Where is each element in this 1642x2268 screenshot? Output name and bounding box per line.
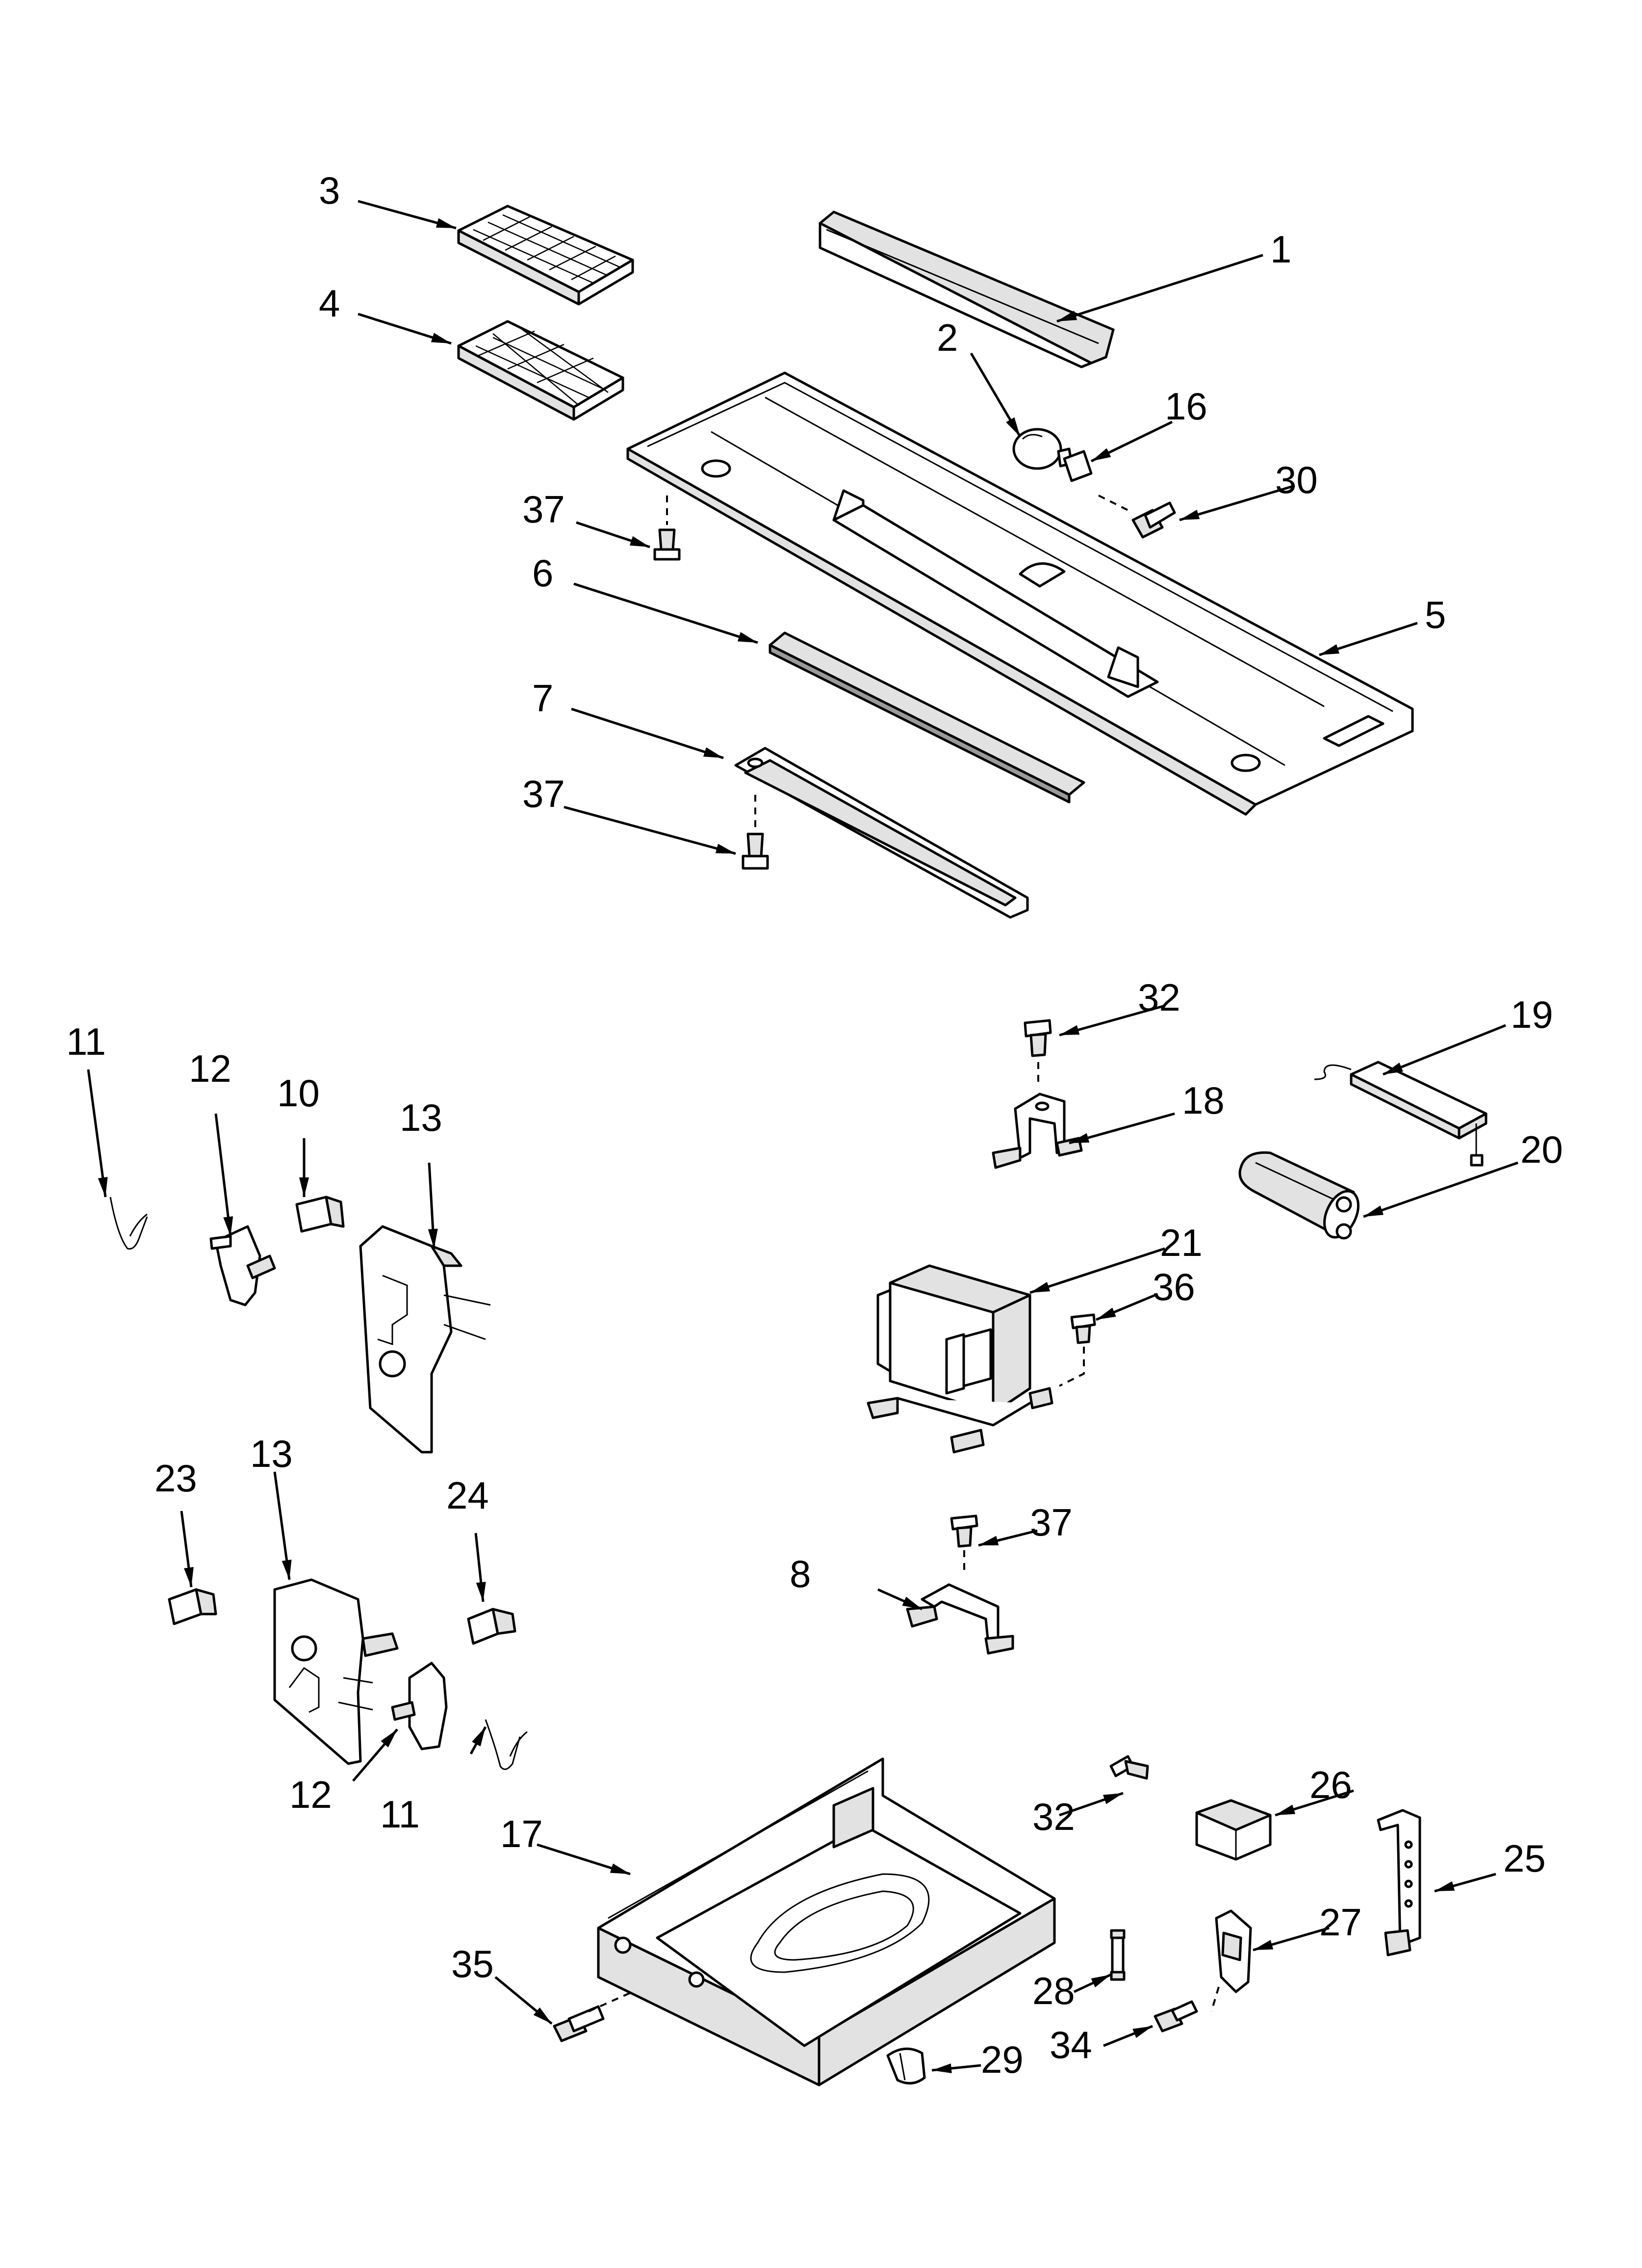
screw-part-37-upper <box>653 495 681 561</box>
clip-part-29 <box>886 2047 926 2085</box>
callout-37-bracket: 37 <box>1030 1501 1073 1544</box>
callout-11-upper: 11 <box>66 1020 106 1063</box>
callout-23: 23 <box>154 1457 197 1500</box>
callout-20: 20 <box>1520 1128 1563 1171</box>
callout-37-upper: 37 <box>522 488 565 531</box>
lamp-cover-part-1 <box>819 210 1115 368</box>
callout-13-upper: 13 <box>400 1096 442 1139</box>
callout-21: 21 <box>1160 1221 1203 1264</box>
interlock-bracket-part-13-upper <box>359 1225 491 1454</box>
callout-5: 5 <box>1425 593 1446 636</box>
spring-part-11-upper <box>109 1197 148 1250</box>
callout-12-lower: 12 <box>289 1773 332 1816</box>
callout-16: 16 <box>1165 385 1207 428</box>
callout-34: 34 <box>1050 2023 1092 2066</box>
switch-part-10 <box>295 1196 345 1233</box>
screw-part-34 <box>1154 2000 1198 2033</box>
callout-19: 19 <box>1511 993 1553 1036</box>
gasket-strip-part-6 <box>769 631 1085 804</box>
fuse-part-28 <box>1110 1929 1126 1981</box>
callout-10: 10 <box>277 1071 320 1115</box>
relay-part-26 <box>1195 1799 1272 1861</box>
lamp-socket-part-16 <box>1063 450 1093 482</box>
diffuser-frame-part-7 <box>734 747 1029 919</box>
callout-27: 27 <box>1319 1901 1362 1944</box>
light-bulb-part-2 <box>1012 428 1073 470</box>
callout-26: 26 <box>1309 1763 1352 1806</box>
screw-part-32-upper <box>1024 1019 1052 1087</box>
bracket-part-18 <box>992 1093 1083 1169</box>
callout-12-upper: 12 <box>189 1047 231 1090</box>
callout-32-upper: 32 <box>1138 976 1180 1019</box>
callout-7: 7 <box>532 677 553 720</box>
switch-part-24 <box>467 1608 516 1645</box>
base-plate-part-17 <box>597 1757 1056 2086</box>
diode-part-19 <box>1314 1061 1488 1167</box>
lever-part-12-upper <box>209 1225 276 1306</box>
callout-8: 8 <box>790 1552 811 1595</box>
callout-11-lower: 11 <box>380 1793 420 1836</box>
callout-30: 30 <box>1275 458 1318 501</box>
spring-part-11-lower <box>485 1719 528 1770</box>
transformer-part-21 <box>867 1264 1053 1454</box>
screw-part-36 <box>1059 1313 1096 1387</box>
bracket-part-8 <box>906 1583 1014 1655</box>
callout-4: 4 <box>319 282 340 325</box>
switch-part-23 <box>168 1588 217 1625</box>
vent-housing-part-5 <box>626 371 1414 816</box>
interlock-bracket-part-13-lower <box>273 1578 399 1765</box>
charcoal-filter-part-4 <box>457 320 624 421</box>
callout-35: 35 <box>451 1942 494 1985</box>
callout-24: 24 <box>446 1474 489 1517</box>
callout-1: 1 <box>1270 228 1291 271</box>
callout-36: 36 <box>1153 1265 1195 1308</box>
screw-part-30 <box>1098 495 1176 539</box>
callout-28: 28 <box>1032 1969 1075 2012</box>
callout-labels: 1 2 3 4 5 6 7 8 10 11 11 12 12 13 13 16 … <box>66 169 1563 2081</box>
callout-37-lower: 37 <box>522 772 565 815</box>
callout-3: 3 <box>319 169 340 212</box>
callout-17: 17 <box>500 1812 543 1855</box>
screw-part-37-bracket <box>950 1514 978 1570</box>
screw-part-32-lower <box>1109 1755 1149 1780</box>
screw-part-37-lower <box>742 795 769 870</box>
callout-6: 6 <box>532 551 553 595</box>
callout-25: 25 <box>1503 1837 1546 1880</box>
callout-18: 18 <box>1182 1079 1225 1122</box>
mounting-strip-part-25 <box>1377 1809 1421 1956</box>
fuse-holder-part-27 <box>1210 1909 1252 2012</box>
lever-part-12-lower <box>391 1662 448 1750</box>
grease-filter-part-3 <box>457 205 634 306</box>
callout-32-lower: 32 <box>1032 1795 1075 1838</box>
screw-part-35 <box>553 1991 633 2042</box>
callout-13-lower: 13 <box>250 1432 293 1475</box>
callout-2: 2 <box>937 316 958 359</box>
callout-29: 29 <box>981 2038 1024 2081</box>
capacitor-part-20 <box>1238 1151 1360 1240</box>
leader-lines <box>87 200 1518 2073</box>
